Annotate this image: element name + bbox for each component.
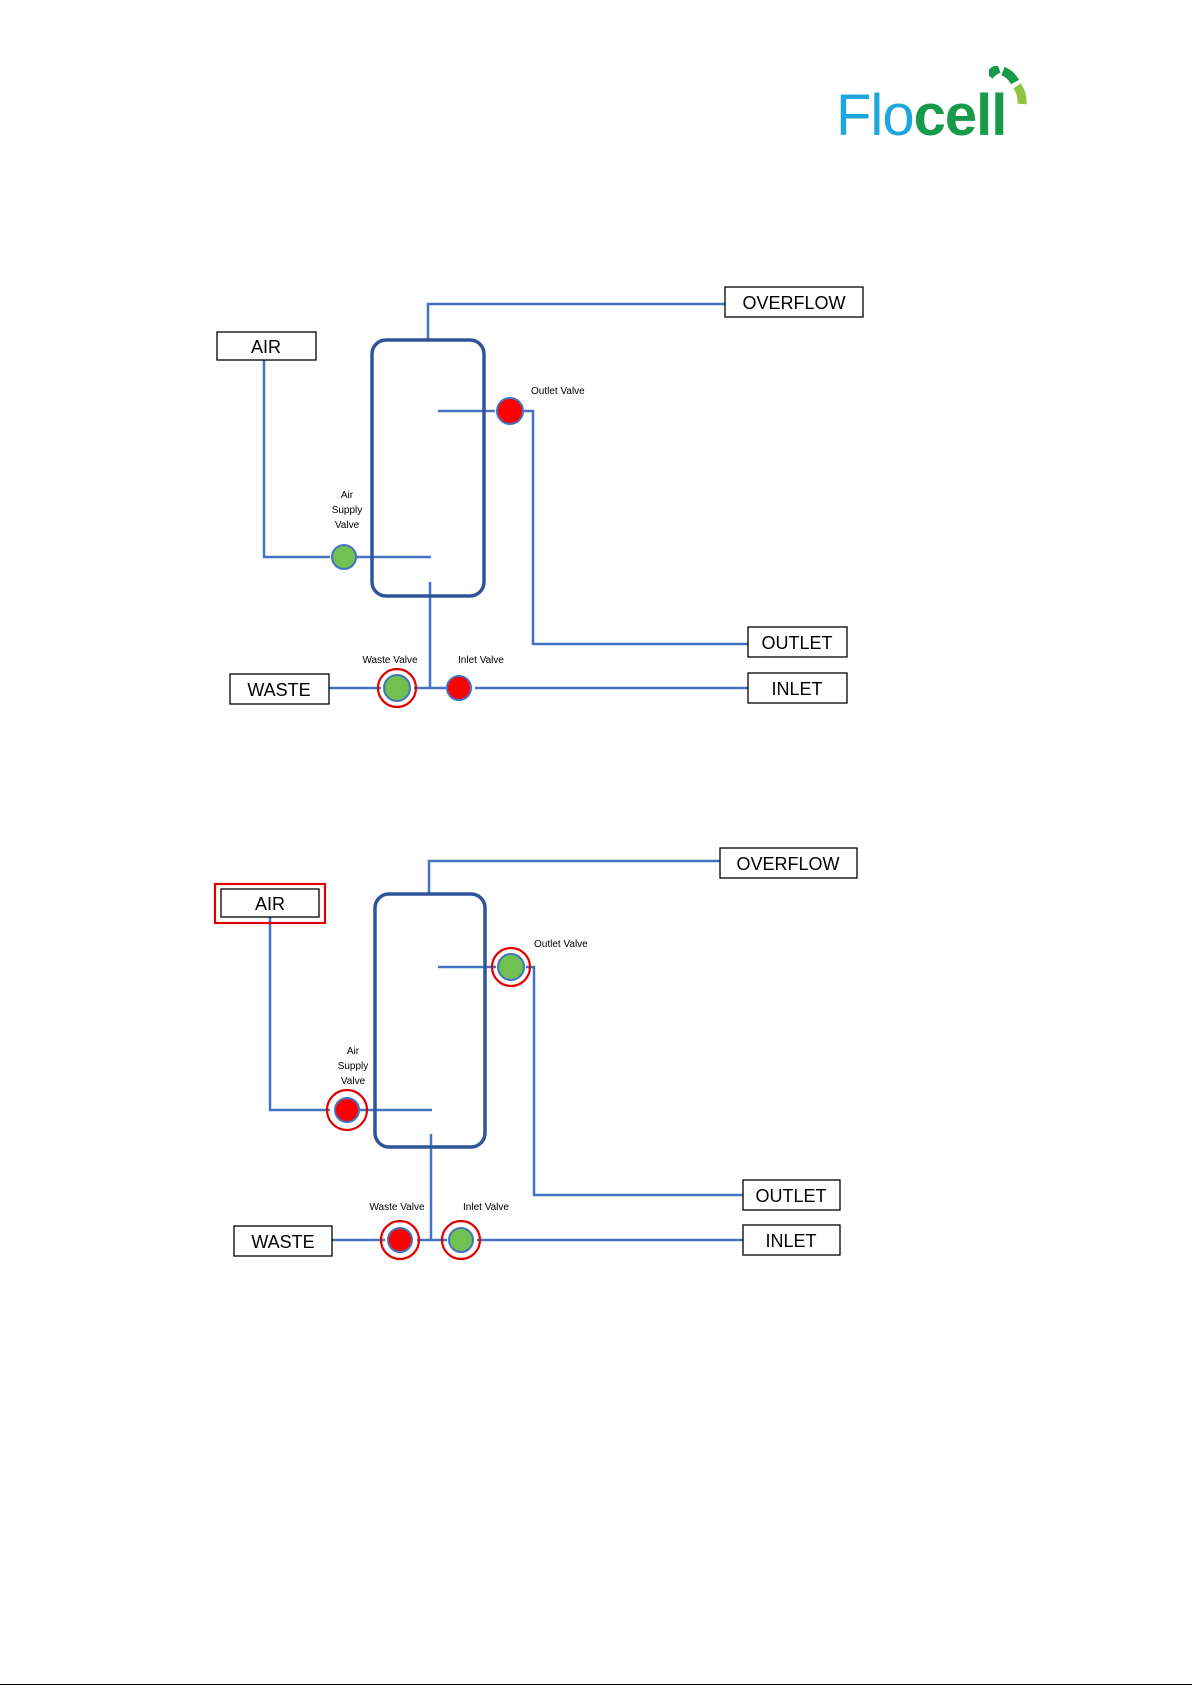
waste-valve-label: Waste Valve [369, 1202, 424, 1213]
air-box: AIR [215, 884, 325, 923]
outlet-pipe [526, 967, 743, 1195]
valve-diagram-1: OVERFLOW AIR OUTLET WASTE INLET Outlet V… [0, 270, 1192, 730]
waste-label: WASTE [247, 680, 310, 700]
inlet-valve-indicator [449, 1228, 473, 1252]
logo-arc-inner [989, 69, 999, 77]
waste-valve-indicator [384, 675, 410, 701]
inlet-label: INLET [771, 679, 822, 699]
inlet-valve[interactable] [442, 1221, 480, 1259]
outlet-label: OUTLET [761, 633, 832, 653]
outlet-valve[interactable] [497, 398, 523, 424]
overflow-label: OVERFLOW [742, 293, 845, 313]
overflow-pipe [429, 861, 720, 894]
waste-valve-label: Waste Valve [362, 655, 417, 666]
air-supply-label-line-2: Supply [338, 1061, 369, 1072]
valve-diagram-svg: OVERFLOW AIR OUTLET WASTE INLET Outlet V… [0, 270, 1192, 730]
overflow-box: OVERFLOW [725, 287, 863, 317]
inlet-box: INLET [743, 1225, 840, 1255]
outlet-valve-indicator [498, 954, 524, 980]
inlet-label: INLET [765, 1231, 816, 1251]
flocell-logo: Flocell [836, 66, 1042, 150]
waste-valve-indicator [388, 1228, 412, 1252]
air-supply-label-line-1: Air [341, 490, 354, 501]
inlet-valve[interactable] [447, 676, 471, 700]
inlet-valve-indicator [447, 676, 471, 700]
inlet-valve-label: Inlet Valve [463, 1202, 509, 1213]
air-supply-label-line-1: Air [347, 1046, 360, 1057]
outlet-valve-label: Outlet Valve [531, 386, 585, 397]
logo-text-flo: Flo [836, 83, 914, 148]
inlet-valve-label: Inlet Valve [458, 655, 504, 666]
air-label: AIR [251, 337, 281, 357]
outlet-valve-label: Outlet Valve [534, 939, 588, 950]
air-supply-label-line-2: Supply [332, 505, 363, 516]
outlet-pipe [524, 411, 748, 644]
air-pipe [270, 917, 330, 1110]
air-box: AIR [217, 332, 316, 360]
air-supply-label-line-3: Valve [335, 520, 360, 531]
air-supply-valve-indicator [332, 545, 356, 569]
air-supply-label-line-3: Valve [341, 1076, 366, 1087]
outlet-box: OUTLET [743, 1180, 840, 1210]
outlet-box: OUTLET [748, 627, 847, 657]
waste-label: WASTE [251, 1232, 314, 1252]
waste-valve[interactable] [381, 1221, 419, 1259]
signal-arc-icon [989, 66, 1039, 116]
overflow-label: OVERFLOW [736, 854, 839, 874]
air-supply-valve-indicator [335, 1098, 359, 1122]
overflow-box: OVERFLOW [720, 848, 857, 878]
waste-box: WASTE [230, 674, 329, 704]
inlet-box: INLET [748, 673, 847, 703]
valve-diagram-svg: OVERFLOW AIR OUTLET WASTE INLET Outlet V… [0, 825, 1192, 1285]
air-pipe [264, 335, 330, 557]
outlet-valve[interactable] [492, 948, 530, 986]
logo-arc-middle [1003, 71, 1015, 82]
overflow-pipe [428, 304, 725, 340]
logo-arc-outer [1017, 86, 1022, 104]
air-label: AIR [255, 894, 285, 914]
outlet-label: OUTLET [755, 1186, 826, 1206]
valve-diagram-2: OVERFLOW AIR OUTLET WASTE INLET Outlet V… [0, 825, 1192, 1285]
outlet-valve-indicator [497, 398, 523, 424]
logo-text: Flocell [836, 86, 1006, 146]
waste-valve[interactable] [378, 669, 416, 707]
air-supply-valve[interactable] [332, 545, 356, 569]
waste-box: WASTE [234, 1226, 332, 1256]
